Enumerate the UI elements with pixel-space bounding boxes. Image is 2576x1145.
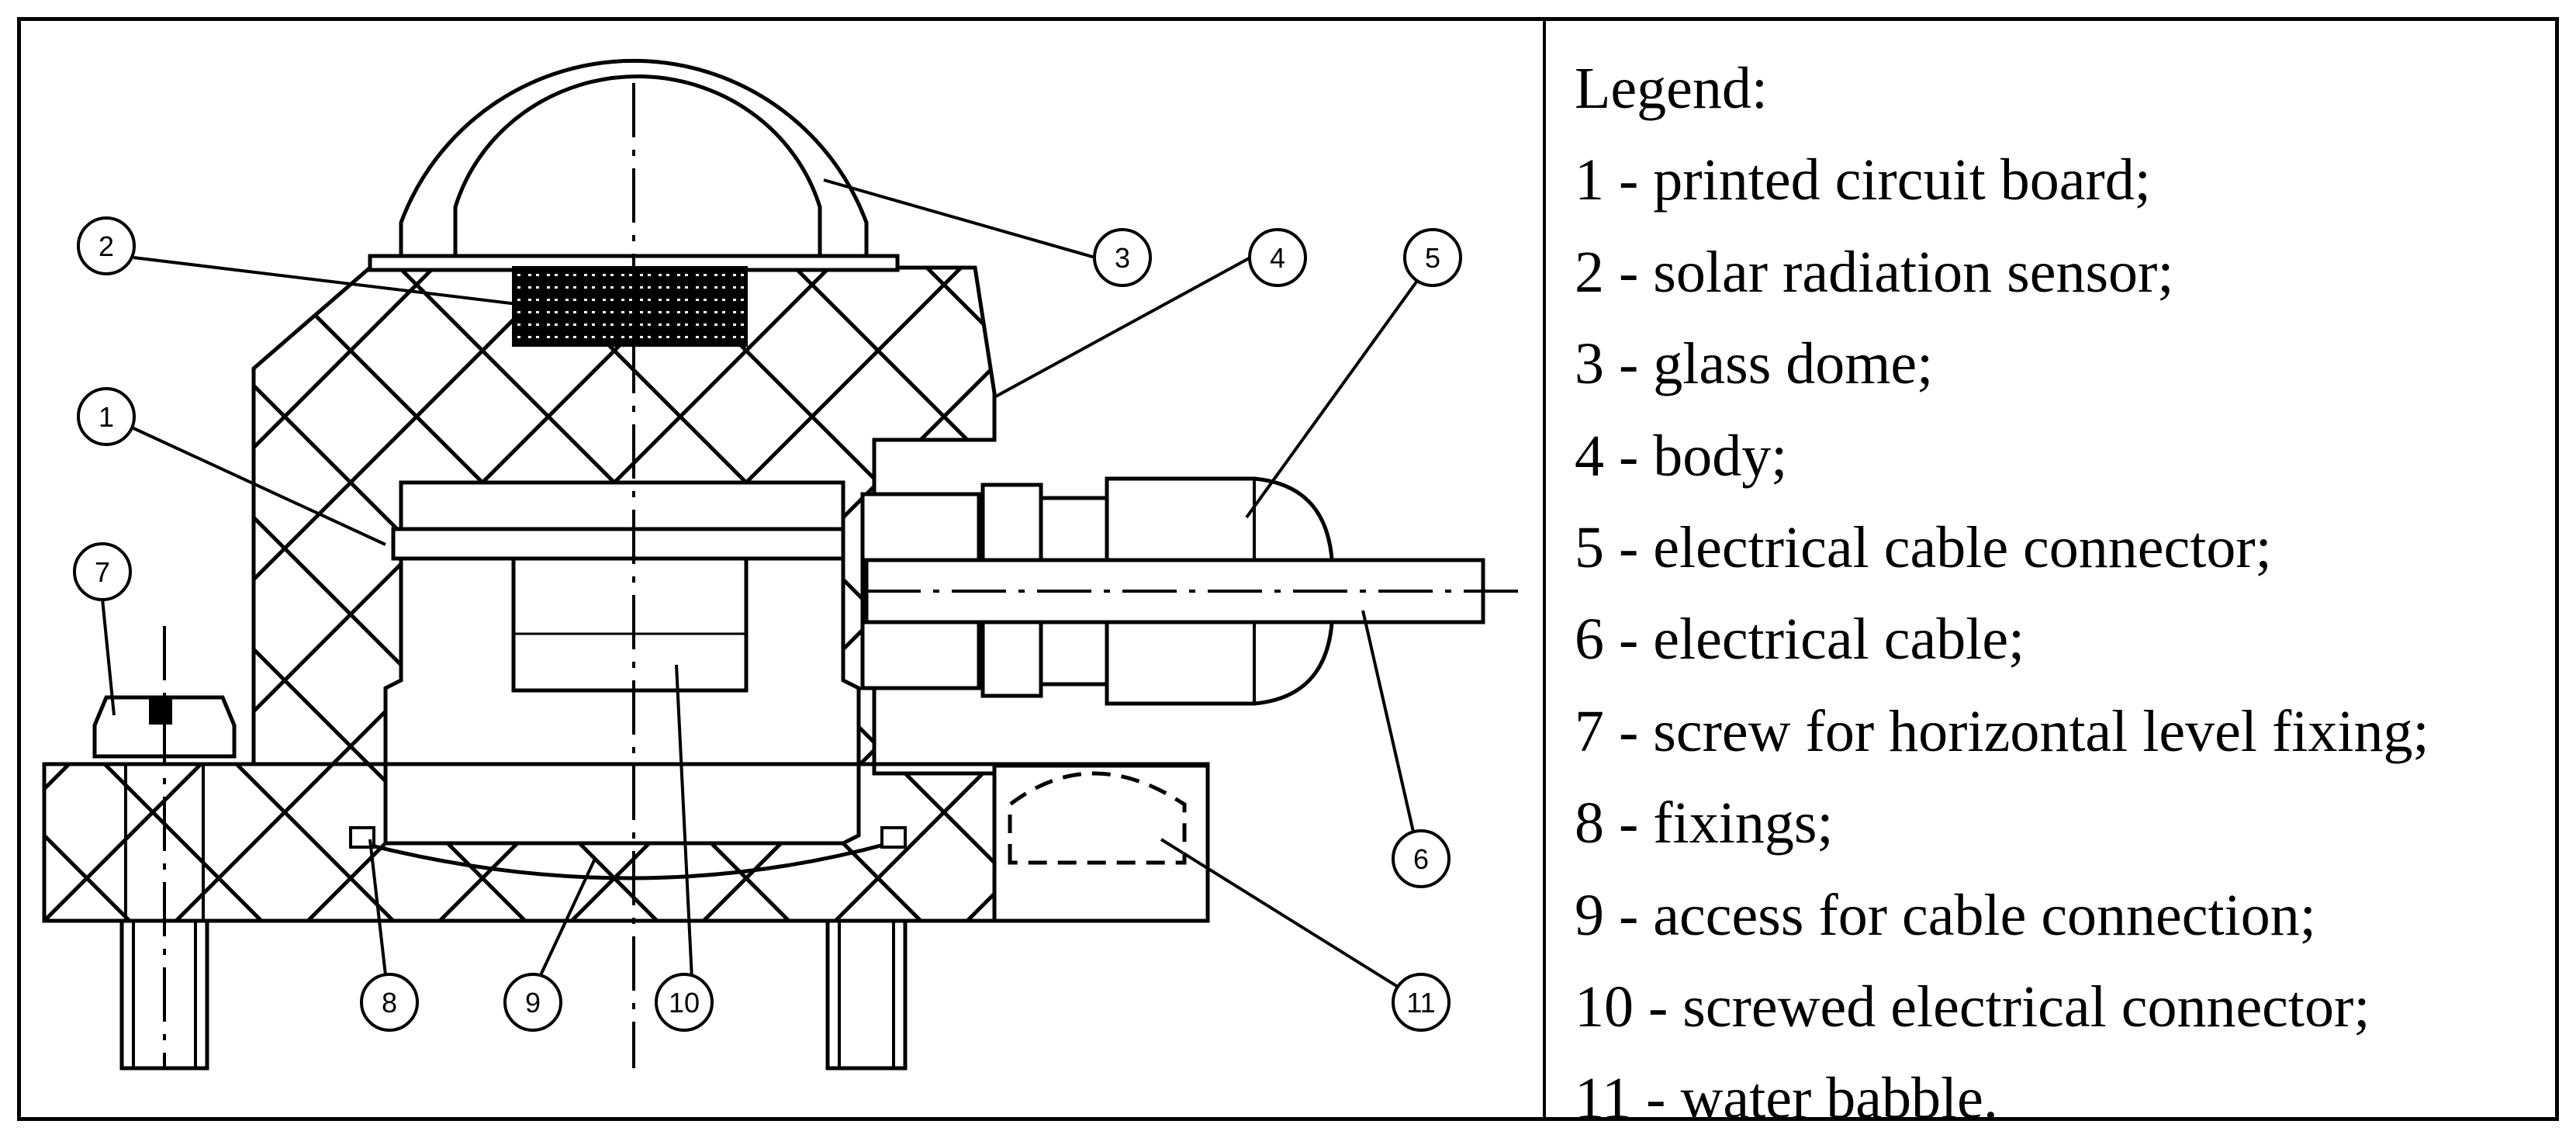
center-lines [163, 83, 1526, 1068]
screwed-electrical-connector [511, 556, 749, 693]
legend-item: 5 - electrical cable connector; [1575, 514, 2272, 580]
support-leg [825, 918, 908, 1071]
callout-2: 2 [77, 216, 136, 275]
svg-text:6: 6 [1413, 843, 1429, 875]
svg-text:1: 1 [99, 401, 114, 433]
legend: Legend: 1 - printed circuit board; 2 - s… [1575, 43, 2536, 1145]
callout-10: 10 [655, 973, 714, 1032]
legend-item: 8 - fixings; [1575, 790, 1834, 856]
svg-text:7: 7 [95, 556, 110, 588]
callout-4: 4 [1248, 228, 1307, 287]
leader-lines [101, 178, 1419, 988]
svg-text:4: 4 [1270, 242, 1285, 274]
legend-item: 7 - screw for horizontal level fixing; [1575, 698, 2429, 764]
legend-item: 3 - glass dome; [1575, 331, 1934, 397]
callout-8: 8 [360, 973, 419, 1032]
bottom-cover [349, 826, 907, 880]
svg-text:9: 9 [525, 987, 541, 1019]
callout-1: 1 [77, 387, 136, 446]
callout-9: 9 [503, 973, 562, 1032]
svg-text:5: 5 [1425, 242, 1440, 274]
svg-text:11: 11 [1406, 987, 1435, 1019]
svg-text:2: 2 [99, 230, 114, 262]
legend-item: 4 - body; [1575, 423, 1788, 489]
svg-text:3: 3 [1115, 242, 1130, 274]
legend-item: 9 - access for cable connection; [1575, 882, 2316, 948]
solar-radiation-sensor [512, 266, 748, 347]
callout-5: 5 [1403, 228, 1462, 287]
sensor-cross-section-drawing: 1 2 3 4 5 6 7 8 [42, 58, 1526, 1071]
svg-text:8: 8 [382, 987, 397, 1019]
callout-11: 11 [1392, 973, 1451, 1032]
callout-6: 6 [1392, 829, 1451, 888]
legend-item: 6 - electrical cable; [1575, 607, 2025, 673]
water-bubble [1008, 771, 1187, 865]
svg-text:10: 10 [669, 987, 700, 1019]
diagram-frame: 1 2 3 4 5 6 7 8 [17, 17, 2559, 1131]
legend-item: 1 - printed circuit board; [1575, 147, 2151, 213]
legend-title: Legend: [1575, 56, 1769, 121]
legend-divider [1543, 21, 1546, 1117]
printed-circuit-board [391, 527, 845, 561]
callout-3: 3 [1093, 228, 1152, 287]
legend-item: 10 - screwed electrical connector; [1575, 974, 2370, 1039]
legend-item: 2 - solar radiation sensor; [1575, 239, 2174, 305]
callout-7: 7 [73, 542, 132, 601]
legend-item: 11 - water babble. [1575, 1066, 1998, 1132]
